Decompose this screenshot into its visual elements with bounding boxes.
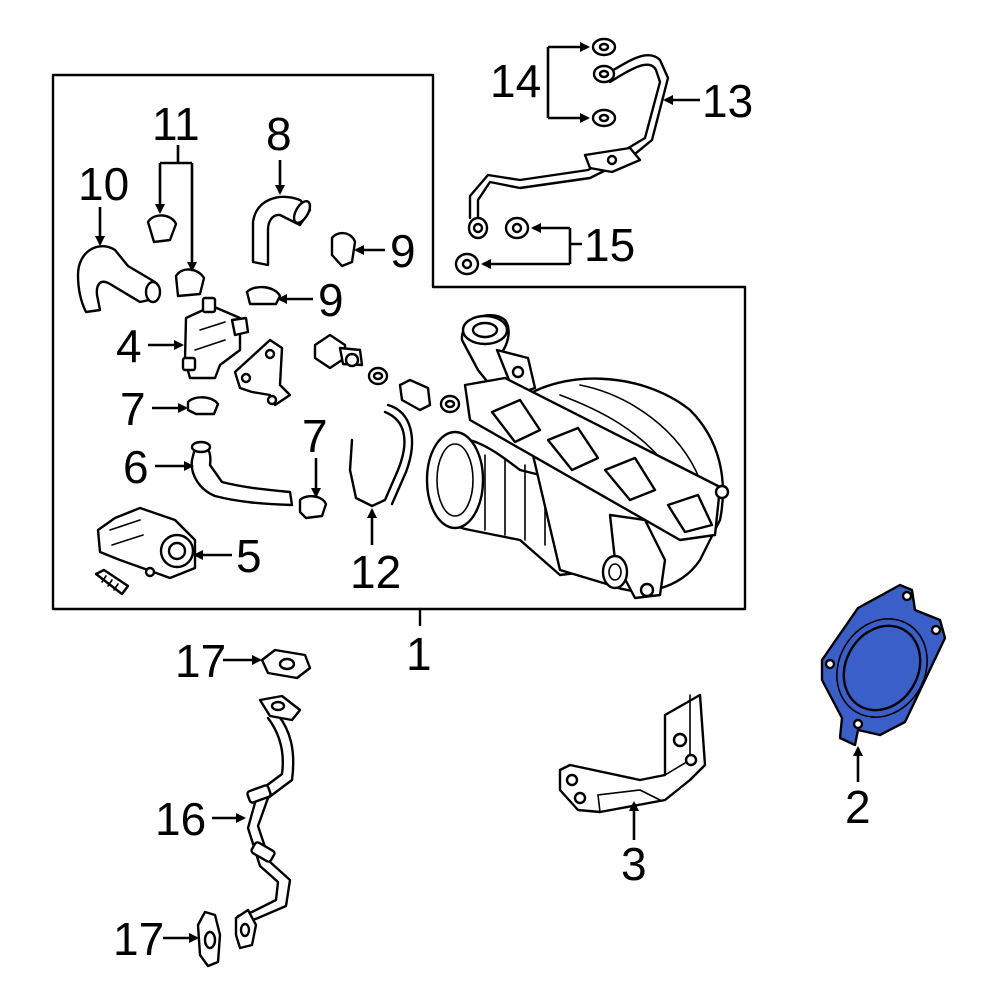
callout-label-17a: 17 [175,635,226,687]
turbo-support-bracket [558,693,707,814]
hose-clamp-7a [186,396,220,416]
callout-label-11: 11 [152,98,200,150]
callout-label-13: 13 [702,75,753,127]
solenoid-valve [181,296,250,380]
oil-supply-line-13 [467,54,670,240]
callout-label-1: 1 [406,628,432,680]
callout-label-15: 15 [584,219,635,271]
coolant-line-16 [234,694,302,950]
coolant-hose-10 [76,245,160,314]
callout-label-3: 3 [621,838,647,890]
assembly-group-outline [51,73,747,611]
callout-label-9b: 9 [318,274,344,326]
hose-clamp-9a [330,231,357,268]
callout-label-12: 12 [350,546,401,598]
callout-label-7a: 7 [120,383,146,435]
callout-label-14: 14 [490,55,541,107]
callout-label-17b: 17 [113,913,164,965]
gasket-17b [196,910,222,968]
callout-label-16: 16 [155,793,206,845]
callout-label-6: 6 [123,441,149,493]
turbo-gasket-highlighted [820,583,947,747]
banjo-bolt [313,333,461,414]
hose-clamp-11b [174,268,206,298]
callout-label-5: 5 [236,530,262,582]
callout-label-9a: 9 [390,225,416,277]
callout-label-10: 10 [78,158,129,210]
actuator-valve [94,506,197,596]
turbocharger [425,314,730,600]
callout-label-2: 2 [845,781,871,833]
callout-label-4: 4 [116,320,142,372]
callout-label-8: 8 [266,108,292,160]
hose-clamp-11a [146,214,178,244]
callout-label-7b: 7 [302,410,328,462]
coolant-hose-6 [190,443,294,507]
mounting-bracket-small [233,338,292,407]
hose-clamp-7b [298,495,328,520]
oil-return-line-12 [348,410,406,508]
hose-clamp-9b [245,285,282,306]
gasket-17a [260,648,312,680]
